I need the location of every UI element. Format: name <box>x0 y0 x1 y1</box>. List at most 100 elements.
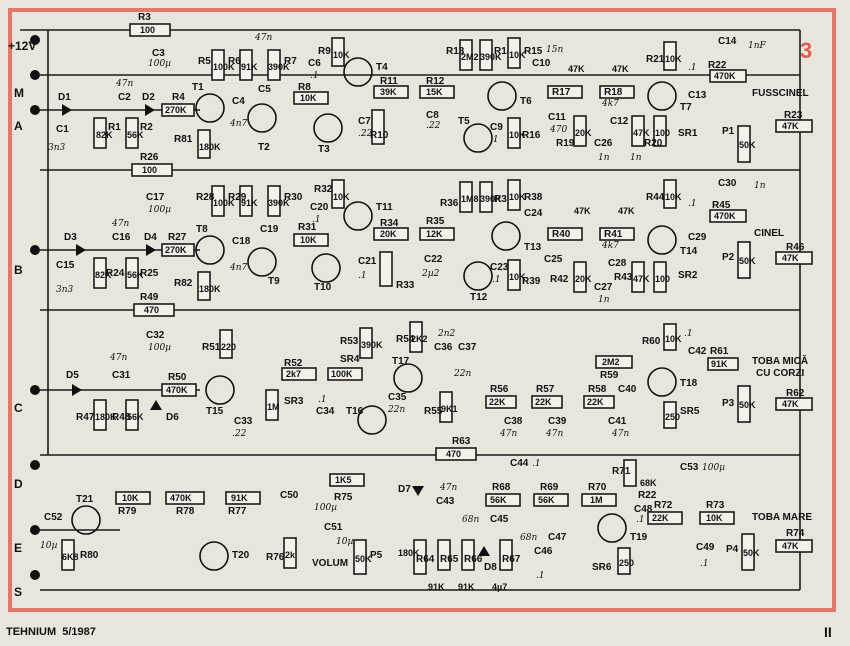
resistor-r46 <box>775 251 813 265</box>
svg-text:SR3: SR3 <box>284 396 304 407</box>
svg-text:C12: C12 <box>610 116 629 127</box>
resistor-r15 <box>507 37 521 69</box>
svg-text:390K: 390K <box>361 340 383 350</box>
svg-text:C23: C23 <box>490 262 509 273</box>
svg-text:4µ7: 4µ7 <box>492 582 507 592</box>
resistor-r63 <box>435 447 477 461</box>
svg-text:R18: R18 <box>604 87 623 98</box>
svg-text:D6: D6 <box>166 412 179 423</box>
svg-text:4n7: 4n7 <box>229 263 248 273</box>
svg-text:C20: C20 <box>310 202 329 213</box>
resistor-r80 <box>61 539 75 571</box>
svg-text:50K: 50K <box>739 400 756 410</box>
svg-text:C33: C33 <box>234 416 253 427</box>
svg-text:R51: R51 <box>202 342 221 353</box>
svg-text:C14: C14 <box>718 36 737 47</box>
input-terminals: +12V M A B C D E S <box>8 35 40 599</box>
resistor-r41 <box>599 227 635 241</box>
resistor-r56 <box>485 395 517 409</box>
svg-text:R82: R82 <box>174 278 193 289</box>
svg-text:C17: C17 <box>146 192 165 203</box>
resistor-r62 <box>775 397 813 411</box>
svg-text:C47: C47 <box>548 532 567 543</box>
svg-text:C31: C31 <box>112 370 131 381</box>
resistor-r35 <box>419 227 455 241</box>
svg-text:C1: C1 <box>56 124 69 135</box>
resistor-r44 <box>663 179 677 209</box>
svg-text:R22: R22 <box>638 490 657 501</box>
input-label-e: E <box>14 541 22 555</box>
svg-text:10K: 10K <box>509 192 526 202</box>
svg-text:91K: 91K <box>231 493 248 503</box>
svg-text:2µ2: 2µ2 <box>421 269 440 279</box>
svg-text:C13: C13 <box>688 90 707 101</box>
resistor-r60 <box>663 323 677 351</box>
svg-text:15K: 15K <box>426 87 443 97</box>
diode-d6 <box>150 400 162 410</box>
terminal-b <box>30 245 40 255</box>
svg-text:R12: R12 <box>426 76 445 87</box>
terminal-m <box>30 70 40 80</box>
svg-text:R66: R66 <box>464 554 483 565</box>
svg-text:R23: R23 <box>784 110 803 121</box>
resistor-r1m <box>265 389 279 421</box>
svg-text:.1: .1 <box>490 135 499 145</box>
svg-text:47n: 47n <box>115 79 133 89</box>
svg-text:100µ: 100µ <box>148 205 171 215</box>
svg-text:R41: R41 <box>604 229 623 240</box>
svg-text:T9: T9 <box>268 276 280 287</box>
svg-text:SR5: SR5 <box>680 406 700 417</box>
footer-magazine: TEHNIUM <box>6 626 57 638</box>
svg-text:C37: C37 <box>458 342 477 353</box>
svg-text:C15: C15 <box>56 260 75 271</box>
svg-text:12K: 12K <box>426 229 443 239</box>
svg-text:R22: R22 <box>708 60 727 71</box>
diode-d8 <box>478 546 490 556</box>
svg-text:390K: 390K <box>480 194 502 204</box>
svg-text:R63: R63 <box>452 436 471 447</box>
svg-text:R50: R50 <box>168 372 187 383</box>
svg-text:1n: 1n <box>598 153 610 163</box>
transistor-t6 <box>487 81 517 111</box>
svg-text:R24: R24 <box>106 268 125 279</box>
svg-text:R6: R6 <box>228 56 241 67</box>
svg-text:15n: 15n <box>546 45 563 55</box>
svg-text:56K: 56K <box>538 495 555 505</box>
transistor-t11 <box>343 201 373 231</box>
figure-number: 3 <box>800 38 813 63</box>
resistor-r44b <box>653 261 667 293</box>
svg-text:.1: .1 <box>688 63 697 73</box>
transistor-t12 <box>463 261 493 291</box>
svg-text:P1: P1 <box>722 126 735 137</box>
transistor-t4 <box>343 57 373 87</box>
svg-text:220: 220 <box>221 342 236 352</box>
resistor-r71 <box>623 459 637 487</box>
svg-text:R53: R53 <box>340 336 359 347</box>
resistor-r24 <box>93 257 107 289</box>
resistor-r11 <box>373 85 409 99</box>
svg-text:C24: C24 <box>524 208 543 219</box>
svg-text:10µ: 10µ <box>40 541 57 551</box>
resistor-r45 <box>709 209 747 223</box>
resistor-r40 <box>547 227 583 241</box>
svg-text:180K: 180K <box>95 412 117 422</box>
svg-text:100µ: 100µ <box>148 343 171 353</box>
resistor-r76 <box>283 537 297 569</box>
resistor-r49 <box>133 303 175 317</box>
resistor-r68 <box>485 493 521 507</box>
svg-text:C10: C10 <box>532 58 551 69</box>
svg-text:R43: R43 <box>614 272 633 283</box>
svg-text:20K: 20K <box>575 274 592 284</box>
svg-text:R33: R33 <box>396 280 415 291</box>
svg-text:390K: 390K <box>268 198 290 208</box>
transistor-t7 <box>647 81 677 111</box>
resistor-r3 <box>129 23 171 37</box>
svg-text:C49: C49 <box>696 542 715 553</box>
resistor-r59 <box>595 355 633 369</box>
svg-text:47K: 47K <box>782 253 799 263</box>
svg-text:C36: C36 <box>434 342 453 353</box>
resistor-r51 <box>219 329 233 359</box>
svg-text:470K: 470K <box>170 493 192 503</box>
svg-text:2M2: 2M2 <box>461 52 479 62</box>
page-frame <box>8 8 836 612</box>
